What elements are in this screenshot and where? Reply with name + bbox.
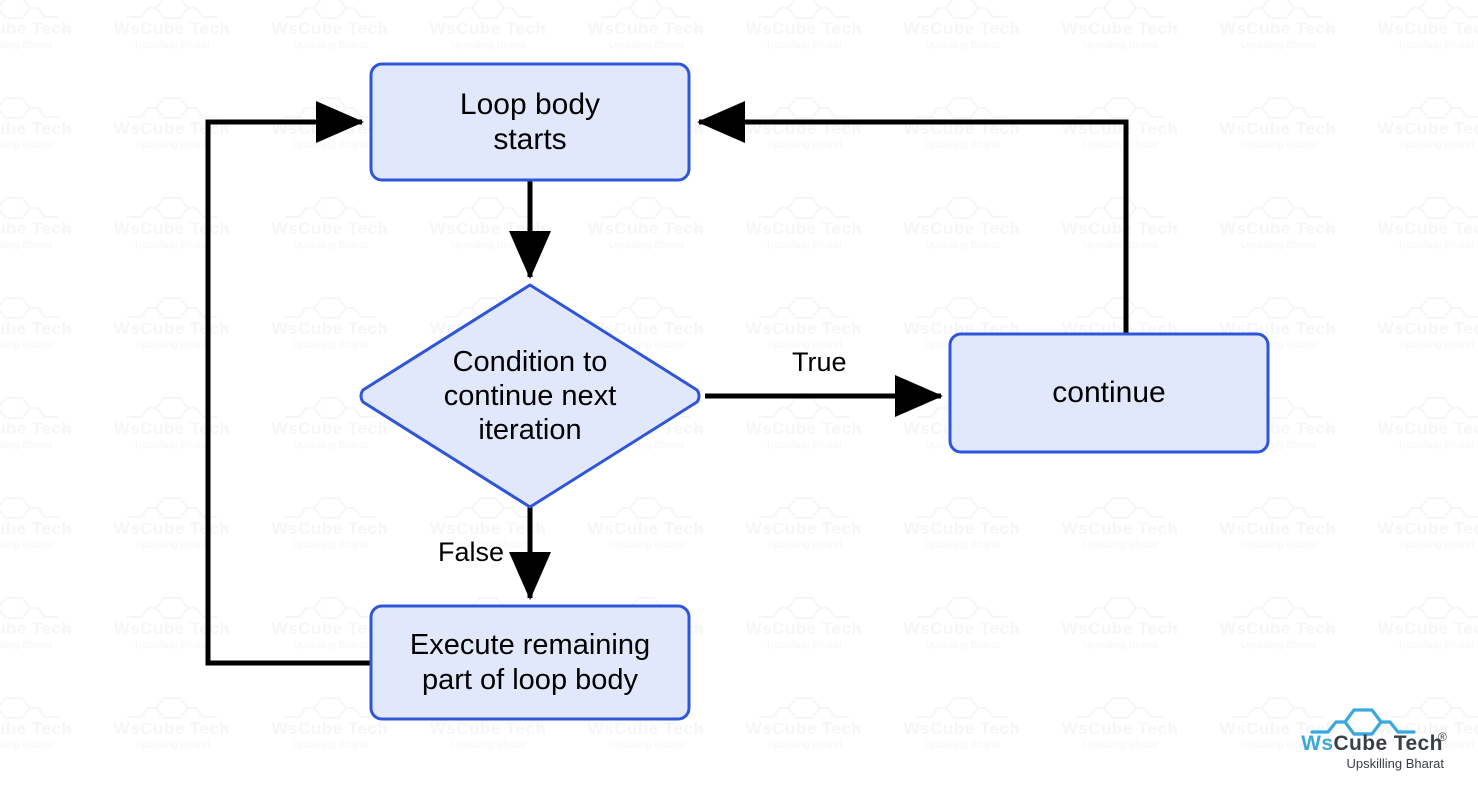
node-condition-diamond xyxy=(359,283,701,509)
brand-tagline: Upskilling Bharat xyxy=(1346,756,1444,771)
edge-execute-feedback xyxy=(205,101,370,666)
brand-wordmark-suffix: Tech xyxy=(1393,732,1443,755)
hexagon-logo-icon xyxy=(1310,708,1416,736)
brand-wordmark-prefix: Ws xyxy=(1301,732,1334,755)
edge-continue-feedback xyxy=(696,100,1129,334)
node-loop-body-start xyxy=(369,62,691,182)
node-continue xyxy=(948,332,1270,454)
brand-logo: WsCube Tech ® Upskilling Bharat xyxy=(1292,708,1462,778)
node-execute-remaining xyxy=(369,604,691,721)
brand-wordmark: WsCube Tech xyxy=(1292,732,1452,756)
registered-trademark-icon: ® xyxy=(1438,730,1447,744)
brand-wordmark-mid: Cube xyxy=(1333,732,1388,755)
